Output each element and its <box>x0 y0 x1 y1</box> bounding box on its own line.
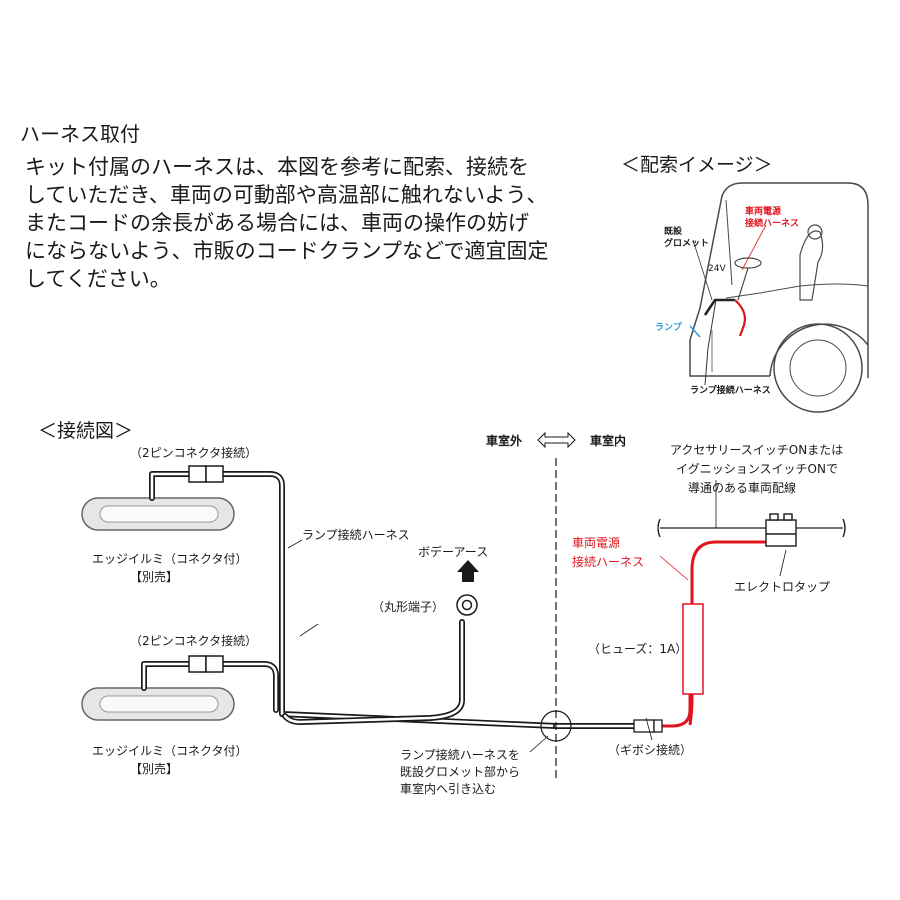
accessory-wire-note: アクセサリースイッチONまたは イグニッションスイッチONで 導通のある車両配線 <box>670 441 843 498</box>
instruction-line: していただき、車両の可動部や高温部に触れないよう、 <box>25 183 548 207</box>
label-line: 車両電源 <box>745 207 782 217</box>
label-line: イグニッションスイッチONで <box>676 462 838 476</box>
cab-lamp-harness-label: ランプ接続ハーネス <box>690 386 771 396</box>
vehicle-power-harness-red <box>688 540 768 726</box>
double-arrow-icon <box>537 431 576 449</box>
fuse-label: （ヒューズ：1A） <box>588 642 688 656</box>
cab-red-harness <box>734 299 747 337</box>
grommet-note: ランプ接続ハーネスを 既設グロメット部から 車室内へ引き込む <box>400 747 520 798</box>
gibosi-label: （ギボシ接続） <box>608 743 693 757</box>
label-line: 接続ハーネス <box>745 219 800 229</box>
lamp-label-bottom: エッジイルミ（コネクタ付） 【別売】 <box>92 742 248 778</box>
instruction-line: またコードの余長がある場合には、車両の操作の妨げ <box>25 211 529 235</box>
instruction-line: してください。 <box>25 267 171 291</box>
connection-diagram-title: ＜接続図＞ <box>38 420 134 442</box>
fuse-holder <box>682 603 704 695</box>
cab-power-harness-label: 車両電源 接続ハーネス <box>745 206 799 230</box>
label-line: 【別売】 <box>130 570 179 584</box>
label-line: アクセサリースイッチONまたは <box>670 443 844 457</box>
two-pin-connector-top <box>188 465 224 483</box>
vehicle-wire <box>657 518 846 538</box>
label-line: 車室内へ引き込む <box>400 782 497 796</box>
lamp-label: ランプ <box>655 323 682 333</box>
instruction-line: にならないよう、市販のコードクランプなどで適宜固定 <box>25 239 549 263</box>
label-line: エッジイルミ（コネクタ付） <box>92 744 248 758</box>
label-line: グロメット <box>664 239 710 249</box>
ring-terminal <box>456 594 478 616</box>
label-line: ランプ接続ハーネスを <box>400 748 520 762</box>
outside-cabin-label: 車室外 <box>486 434 523 448</box>
connector-label-top: （2ピンコネクタ接続） <box>130 446 258 460</box>
two-pin-connector-bottom <box>188 655 224 673</box>
vehicle-power-harness-label: 車両電源 接続ハーネス <box>572 534 644 572</box>
section-heading: ハーネス取付 <box>20 122 140 146</box>
existing-grommet-label: 既設 グロメット <box>664 226 709 250</box>
instruction-text: キット付属のハーネスは、本図を参考に配索、接続を していただき、車両の可動部や高… <box>25 153 549 293</box>
label-line: エッジイルミ（コネクタ付） <box>92 552 248 566</box>
edge-illumination-lamp-top <box>81 497 235 531</box>
routing-image-title: ＜配索イメージ＞ <box>621 154 773 176</box>
lamp-label-top: エッジイルミ（コネクタ付） 【別売】 <box>92 550 248 586</box>
label-line: 既設 <box>664 227 683 237</box>
label-line: 【別売】 <box>130 762 179 776</box>
connector-label-bottom: （2ピンコネクタ接続） <box>130 634 258 648</box>
label-line: 導通のある車両配線 <box>688 481 797 495</box>
electro-tap-label: エレクトロタップ <box>734 580 831 594</box>
grommet-circle <box>540 710 572 742</box>
edge-illumination-lamp-bottom <box>81 687 235 721</box>
ring-terminal-label: （丸形端子） <box>372 600 445 614</box>
label-line: 接続ハーネス <box>572 555 645 569</box>
lamp-harness-wires <box>141 471 639 729</box>
voltage-label: 24V <box>708 264 726 274</box>
body-ground-arrow-icon <box>457 560 479 582</box>
lamp-harness-label: ランプ接続ハーネス <box>302 528 410 542</box>
instruction-line: キット付属のハーネスは、本図を参考に配索、接続を <box>25 155 529 179</box>
body-ground-label: ボデーアース <box>418 545 489 559</box>
label-line: 車両電源 <box>572 536 621 550</box>
electro-tap <box>765 513 797 547</box>
label-line: 既設グロメット部から <box>400 765 521 779</box>
leader-lines <box>287 539 689 753</box>
inside-cabin-label: 車室内 <box>590 434 627 448</box>
